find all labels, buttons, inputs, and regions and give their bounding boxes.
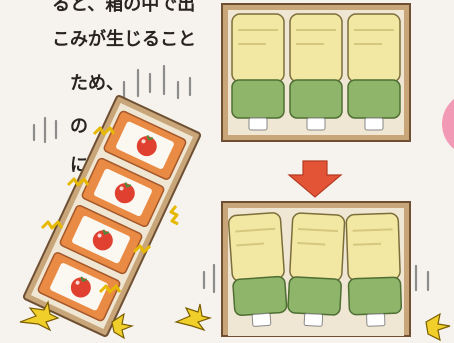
- motion-lines-icon: [32, 64, 430, 294]
- arrow-down-icon: [287, 160, 343, 198]
- bottle-box-bottom-icon: [221, 201, 411, 337]
- caption-line-1: ると、箱の中で出: [52, 0, 196, 15]
- caption-line-2: こみが生じること: [52, 29, 196, 50]
- bottle-icon: [231, 13, 285, 131]
- vibration-burst-icon: [40, 126, 179, 294]
- caption-line-3: ため、: [70, 73, 124, 94]
- impact-burst-icon: [19, 300, 451, 342]
- bottle-icon: [345, 212, 403, 327]
- pink-circle-icon: [442, 99, 454, 149]
- bottle-icon: [289, 13, 343, 131]
- bottle-icon: [347, 13, 401, 131]
- bottle-icon: [287, 212, 346, 327]
- caption-line-4: の: [70, 116, 88, 137]
- tilted-tomato-box-icon: [22, 95, 202, 337]
- bottle-icon: [227, 212, 288, 327]
- bottle-box-top-icon: [221, 3, 411, 142]
